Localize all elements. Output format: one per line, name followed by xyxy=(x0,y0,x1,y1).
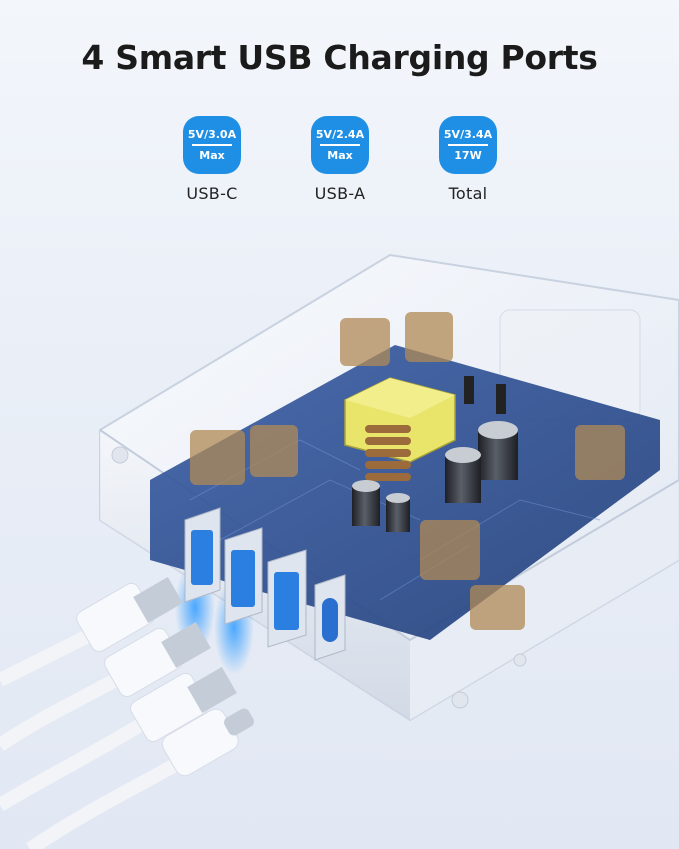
usb-c-port xyxy=(314,574,346,661)
usb-ports xyxy=(175,507,346,675)
badge-sub: 17W xyxy=(454,148,482,162)
spec-total: 5V/3.4A 17W Total xyxy=(408,116,528,203)
badge-divider xyxy=(192,144,232,146)
badge-divider xyxy=(320,144,360,146)
badge-rating: 5V/2.4A xyxy=(315,128,365,142)
spec-usb-a: 5V/2.4A Max USB-A xyxy=(280,116,400,203)
spec-usb-c: 5V/3.0A Max USB-C xyxy=(152,116,272,203)
page-title: 4 Smart USB Charging Ports xyxy=(81,38,598,77)
spec-label: USB-A xyxy=(314,184,366,203)
transformer xyxy=(344,377,456,481)
usb-a-port xyxy=(224,527,263,625)
badge-sub: Max xyxy=(327,148,353,162)
badge-divider xyxy=(448,144,488,146)
copper-contacts xyxy=(190,312,625,630)
badge-sub: Max xyxy=(199,148,225,162)
spec-badge: 5V/3.0A Max xyxy=(183,116,241,174)
spec-label: Total xyxy=(448,184,488,203)
spec-badge: 5V/3.4A 17W xyxy=(439,116,497,174)
usb-cables xyxy=(0,577,254,849)
badge-rating: 5V/3.0A xyxy=(187,128,237,142)
badge-rating: 5V/3.4A xyxy=(443,128,493,142)
spec-badge: 5V/2.4A Max xyxy=(311,116,369,174)
usb-a-port xyxy=(184,507,221,603)
spec-label: USB-C xyxy=(186,184,238,203)
usb-a-port xyxy=(267,549,307,648)
capacitors xyxy=(352,376,518,532)
